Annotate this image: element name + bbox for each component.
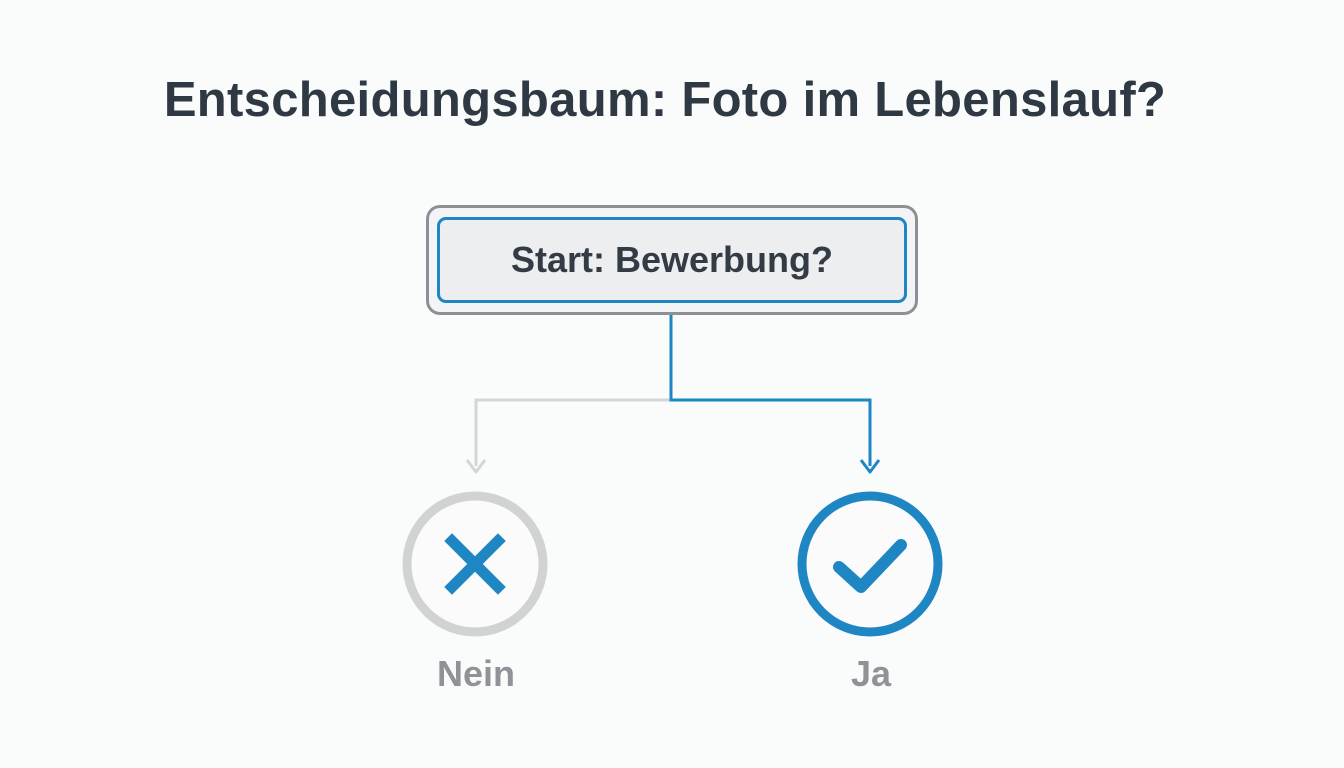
start-node-inner: Start: Bewerbung? (437, 217, 907, 303)
check-icon (797, 491, 943, 637)
page-title: Entscheidungsbaum: Foto im Lebenslauf? (163, 73, 1167, 127)
arrowhead-yes (859, 459, 881, 474)
x-icon (402, 491, 548, 637)
outcome-no (400, 489, 550, 639)
start-node: Start: Bewerbung? (426, 205, 918, 315)
start-node-label: Start: Bewerbung? (510, 239, 833, 280)
outcome-yes-label: Ja (850, 653, 892, 694)
arrowhead-no (465, 459, 487, 474)
connector-no-branch (474, 398, 671, 466)
outcome-no-label: Nein (436, 653, 515, 694)
connector-yes-branch (669, 315, 872, 466)
outcome-yes (795, 489, 945, 639)
